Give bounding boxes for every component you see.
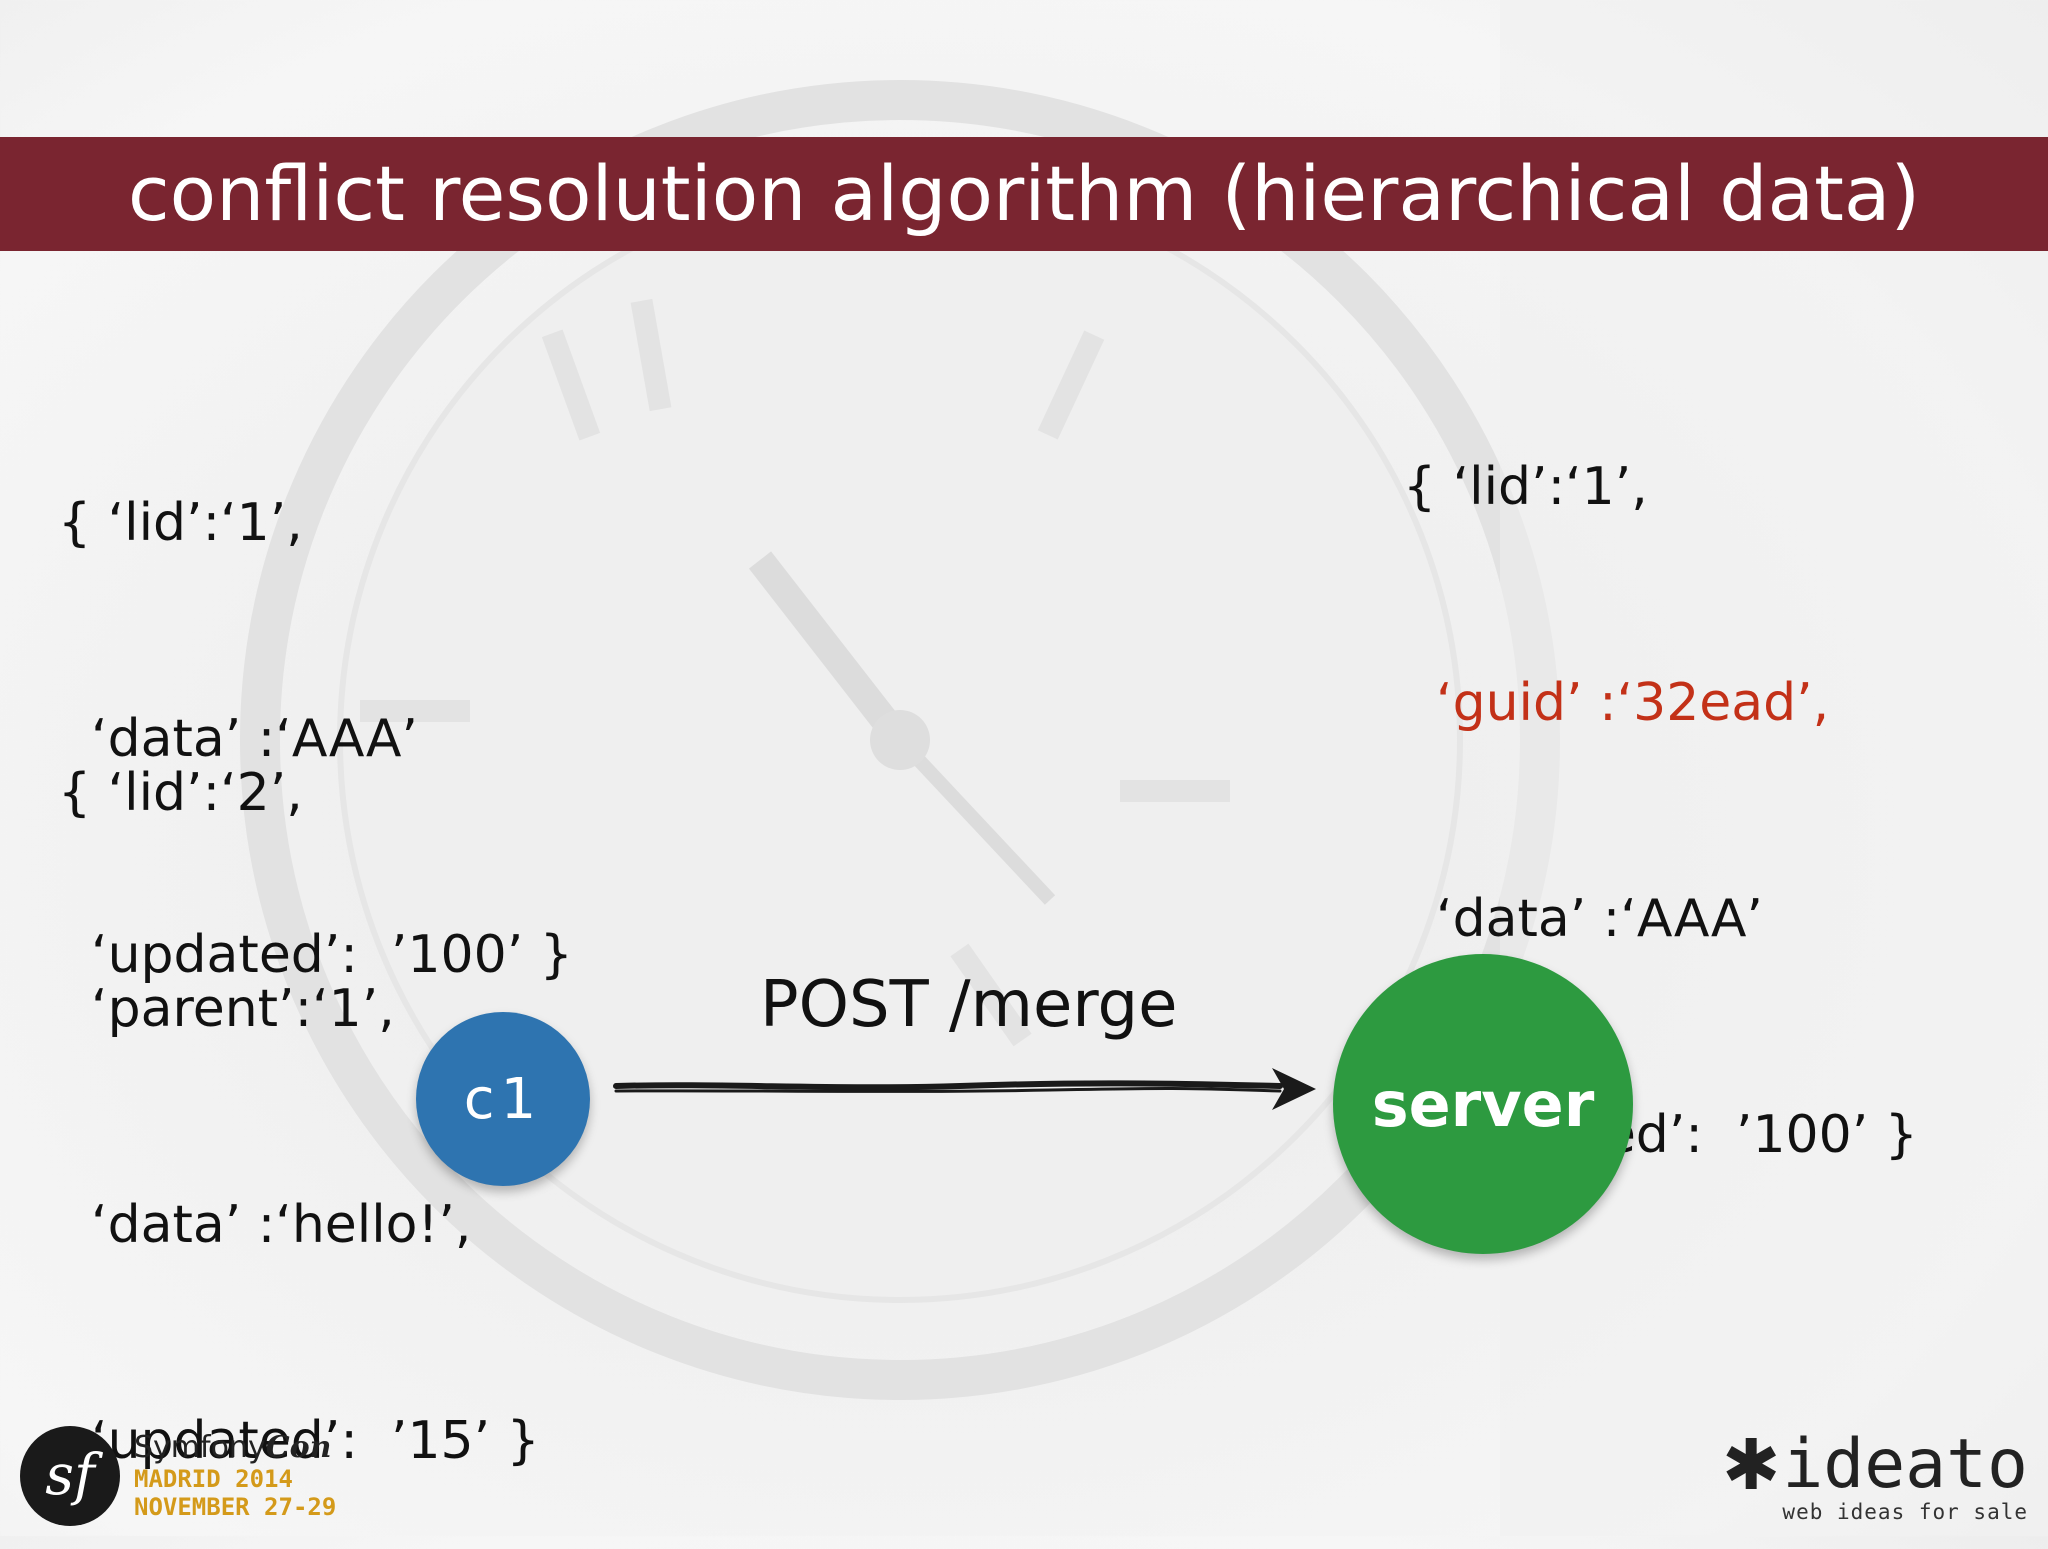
guid-line: ‘guid’ :‘32ead’, bbox=[1403, 673, 1830, 733]
symfony-con-branding: SymfonyCon MADRID 2014 NOVEMBER 27-29 bbox=[134, 1430, 336, 1521]
symfony-logo: sf bbox=[20, 1426, 120, 1526]
client-record-1: { ‘lid’:‘1’, ‘data’ :‘AAA’ ‘updated’: ’1… bbox=[58, 343, 573, 1063]
code-line: ‘data’ :‘AAA’ bbox=[58, 709, 418, 769]
code-line: ‘updated’: ’15’ } bbox=[58, 1411, 540, 1471]
code-line: ‘updated’: ’100’ } bbox=[58, 925, 573, 985]
client-record-2: { ‘lid’:‘2’, ‘parent’:‘1’, ‘data’ :‘hell… bbox=[58, 613, 540, 1549]
code-line: { ‘lid’:‘1’, bbox=[58, 493, 303, 553]
server-node-label: server bbox=[1371, 1067, 1595, 1141]
symfony-con-dates: NOVEMBER 27-29 bbox=[134, 1493, 337, 1521]
slide-title: conflict resolution algorithm (hierarchi… bbox=[127, 149, 1921, 238]
title-bar: conflict resolution algorithm (hierarchi… bbox=[0, 137, 2048, 251]
symfony-sf-icon: sf bbox=[45, 1443, 95, 1508]
request-arrow bbox=[613, 1068, 1316, 1110]
client-node: c1 bbox=[416, 1012, 590, 1186]
ideato-asterisk-icon: ✱ bbox=[1721, 1424, 1781, 1506]
ideato-branding: ✱ ideato web ideas for sale bbox=[1722, 1430, 2028, 1524]
client-node-label: c1 bbox=[463, 1066, 543, 1132]
code-line: ‘data’ :‘hello!’, bbox=[58, 1195, 472, 1255]
request-label: POST /merge bbox=[760, 968, 1178, 1042]
code-line: { ‘lid’:‘2’, bbox=[58, 763, 303, 823]
code-line: ‘parent’:‘1’, bbox=[58, 979, 395, 1039]
code-line: ‘data’ :‘AAA’ bbox=[1403, 889, 1763, 949]
symfony-con-city: MADRID 2014 bbox=[134, 1465, 293, 1493]
ideato-logo-text: ideato bbox=[1782, 1425, 2028, 1504]
symfony-con-name: SymfonyCon bbox=[134, 1430, 332, 1465]
server-node: server bbox=[1333, 954, 1633, 1254]
ideato-tagline: web ideas for sale bbox=[1782, 1500, 2028, 1524]
code-line: { ‘lid’:‘1’, bbox=[1403, 457, 1648, 517]
